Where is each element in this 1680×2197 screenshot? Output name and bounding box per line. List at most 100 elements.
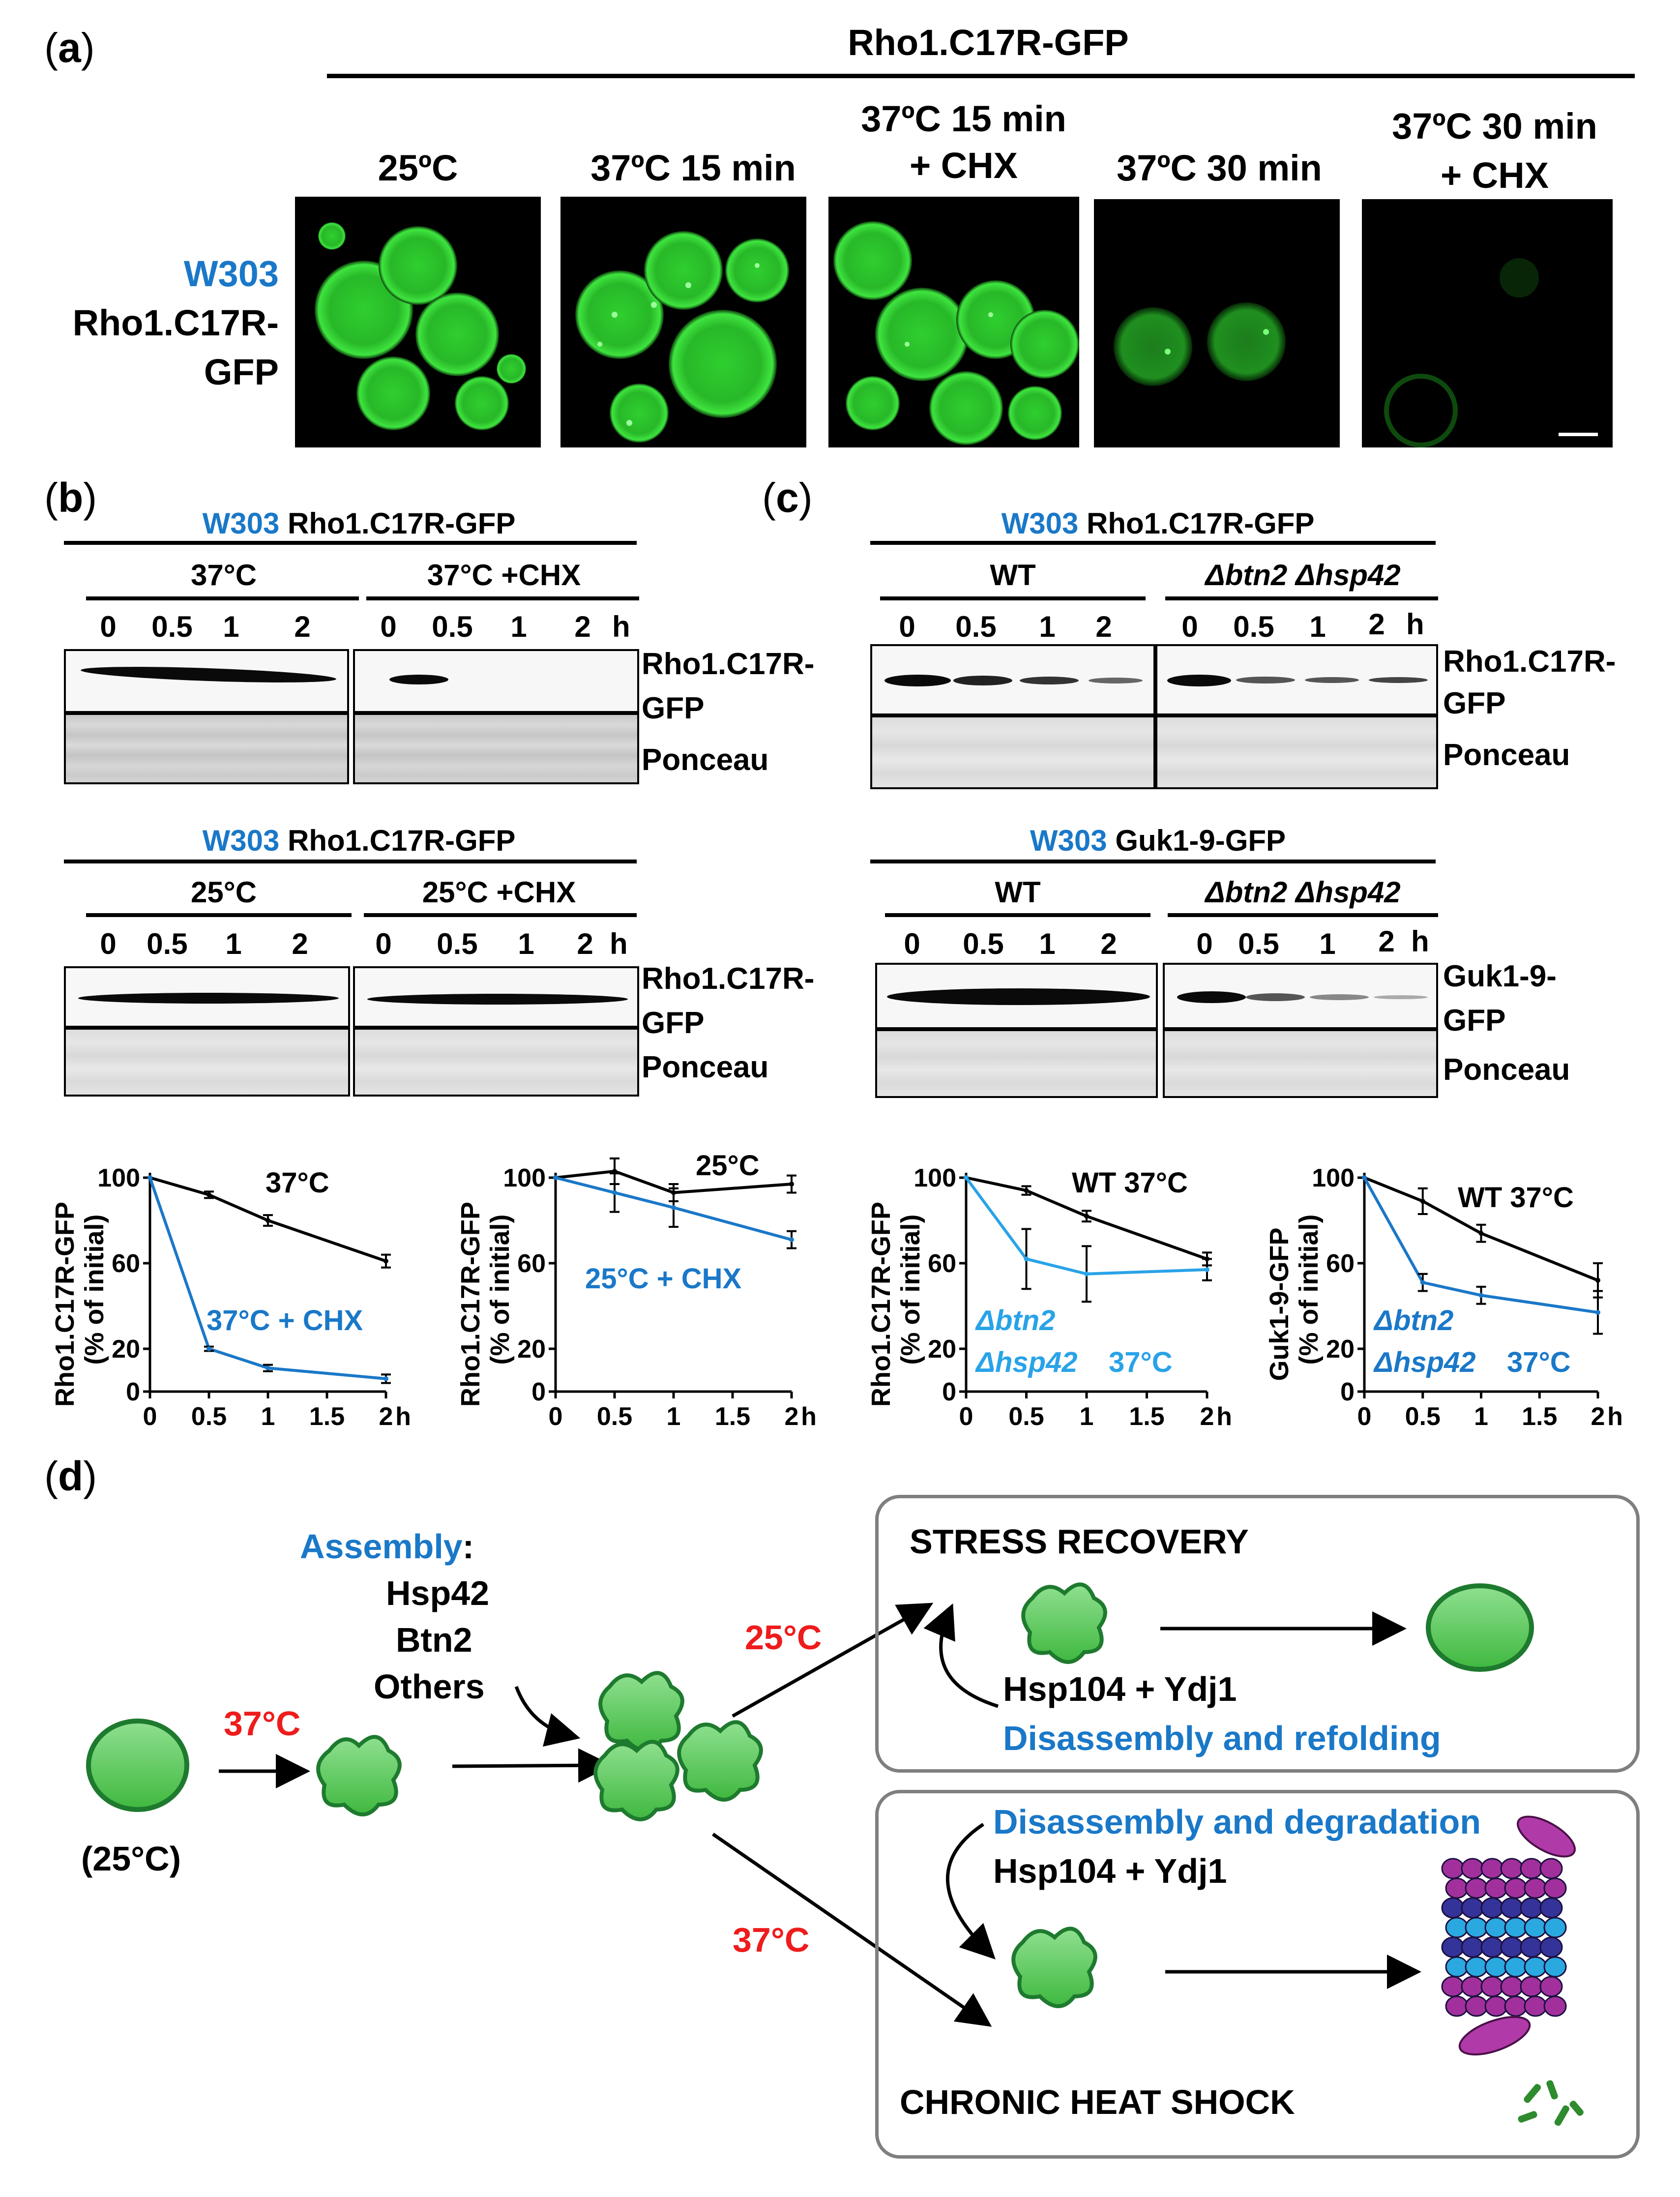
series-label: WT 37°C [1072,1167,1188,1199]
data-point [1478,1231,1484,1236]
y-axis-label: Rho1.C17R-GFP [456,1202,485,1407]
panel-c-top-group1-line [880,596,1146,600]
western-blot [64,966,350,1028]
series-line [555,1169,792,1194]
lane-label: 1 [1039,610,1056,643]
lane-label: 0 [1181,610,1198,643]
x-tick-label: 0 [549,1402,563,1431]
ponceau-stain [1155,715,1438,789]
assembly-item: Others [374,1667,485,1706]
panel-b-bottom-group1-line [86,913,352,917]
chronic-heat-shock-box [875,1790,1640,2159]
data-point [1362,1175,1367,1180]
lane-label: 1 [1309,610,1326,643]
western-blot [1163,963,1438,1029]
misfolded-protein-icon [316,1735,402,1816]
panel-c-bottom-title-line [870,860,1436,863]
data-point [147,1175,152,1180]
micrograph-37c-15min [560,197,806,447]
series-label: 37°C [1507,1346,1571,1378]
western-blot [353,966,639,1028]
lane-label: 0.5 [963,927,1004,960]
cond-37c-15-chx-label-1: 37ºC 15 min [861,98,1066,139]
lane-unit: h [612,610,630,643]
misfolded-protein-icon [1011,1927,1097,2008]
peptide-fragments-icon [1518,2080,1584,2126]
y-axis-label: (% of initial) [1294,1215,1324,1365]
lane-label: 0.5 [1238,927,1279,960]
panel-c-top-title-line [870,541,1436,545]
lane-unit: h [1406,608,1424,641]
x-tick-label: 1.5 [309,1402,345,1431]
panel-b-bottom-group2: 25°C +CHX [422,876,576,909]
cond-37c-30-label: 37ºC 30 min [1117,148,1322,188]
x-tick-label: 2 [379,1402,393,1431]
lane-label: 1 [225,927,242,960]
data-point [789,1182,794,1187]
temp-37c-lower-label: 37°C [733,1921,810,1959]
temp-25c-label: (25°C) [81,1840,181,1878]
aggregate-icon [593,1671,763,1821]
y-tick-label: 0 [531,1378,546,1406]
cond-25c-label: 25ºC [378,148,458,188]
ponceau-stain [64,713,349,784]
series-line [965,1177,1208,1276]
data-point [1420,1198,1425,1204]
y-tick-label: 60 [517,1249,546,1278]
y-tick-label: 60 [112,1249,140,1278]
stress-recovery-box [875,1495,1640,1773]
lane-label: 0 [100,610,117,643]
panel-b-top-group1-line [86,596,359,600]
ponceau-stain [353,713,639,784]
ponceau-stain [1163,1029,1438,1098]
temp-25c-upper-label: 25°C [745,1618,822,1657]
y-axis-label: Rho1.C17R-GFP [50,1202,80,1407]
x-tick-label: 0.5 [1405,1402,1441,1431]
data-point [383,1376,388,1381]
x-unit-label: h [1216,1402,1232,1431]
series-line [148,1177,386,1380]
y-axis-label: (% of initial) [485,1215,515,1365]
y-axis-label: (% of initial) [896,1215,925,1365]
blot-label: Rho1.C17R- [1443,645,1616,679]
series-label: 37°C [265,1167,329,1199]
panel-c-bottom-group1-line [885,913,1150,917]
panel-b-top-group2: 37°C +CHX [427,559,581,592]
x-tick-label: 0.5 [597,1402,632,1431]
chronic-heat-shock-title: CHRONIC HEAT SHOCK [900,2083,1295,2121]
misfolded-protein-icon [1021,1582,1107,1664]
data-point [1024,1256,1029,1262]
data-point [206,1192,211,1197]
panel-c-top-title: W303 Rho1.C17R-GFP [1001,507,1315,540]
western-blot [1155,644,1438,715]
lane-unit: h [1411,925,1429,958]
strain-w303-label: W303 [183,253,279,294]
data-point [383,1258,388,1264]
data-point [206,1346,211,1351]
lane-label: 0 [100,927,117,960]
lane-label: 1 [223,610,239,643]
western-blot [353,649,639,713]
series-label: 25°C + CHX [585,1263,741,1295]
lane-label: 2 [292,927,308,960]
y-tick-label: 20 [928,1335,956,1364]
ponceau-label: Ponceau [1443,738,1570,772]
y-tick-label: 20 [517,1335,546,1364]
lane-label: 2 [1378,925,1395,958]
data-point [964,1175,969,1180]
cond-37c-15-label: 37ºC 15 min [590,148,796,188]
y-axis-label: Rho1.C17R-GFP [866,1202,896,1407]
x-tick-label: 1 [1474,1402,1488,1431]
panel-c-letter: (c) [762,475,813,521]
data-point [1084,1214,1089,1219]
x-unit-label: h [801,1402,817,1431]
scale-bar [1559,433,1598,436]
y-tick-label: 100 [97,1164,140,1192]
series-line [149,1176,386,1263]
series-label: WT 37°C [1458,1182,1574,1214]
panel-b-bottom-title-line [64,860,637,863]
ponceau-stain [64,1028,350,1097]
data-point [1024,1188,1029,1193]
